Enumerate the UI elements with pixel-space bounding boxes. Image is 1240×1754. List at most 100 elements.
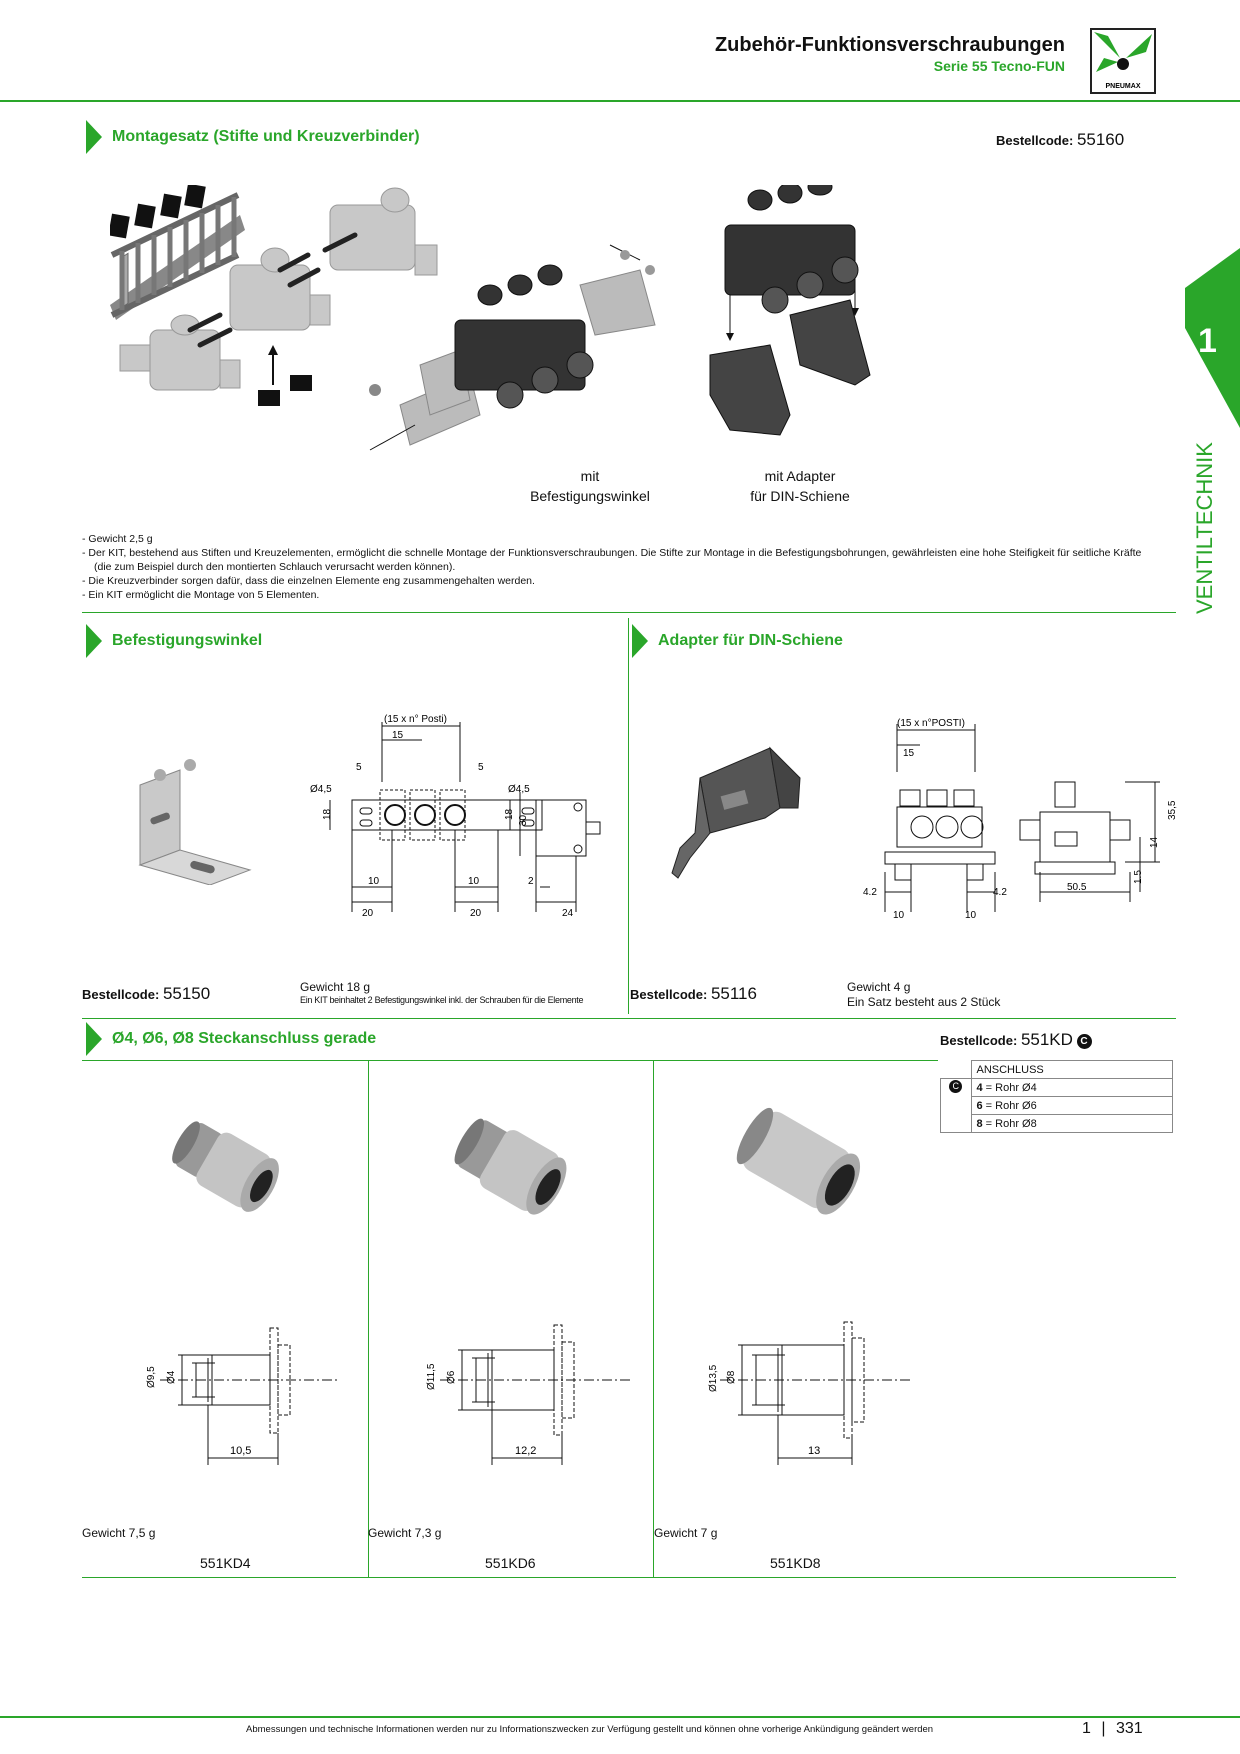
fitting-551kd6-drawing: Ø11,5 Ø6 12,2 [420, 1320, 630, 1470]
page-title: Zubehör-Funktionsverschraubungen [714, 34, 1065, 56]
header-rule [0, 100, 1240, 102]
note-item: - Die Kreuzverbinder sorgen dafür, dass … [82, 575, 535, 587]
assembly-illustration [108, 178, 1010, 515]
svg-text:5: 5 [478, 762, 484, 773]
weight-551kd4: Gewicht 7,5 g [82, 1526, 156, 1540]
svg-text:5: 5 [356, 762, 362, 773]
bestell-label: Bestellcode: [940, 1033, 1018, 1048]
svg-text:30: 30 [518, 814, 529, 826]
svg-text:10: 10 [965, 910, 977, 921]
svg-text:Ø8: Ø8 [726, 1370, 737, 1384]
svg-text:(15 x n° Posti): (15 x n° Posti) [384, 714, 447, 725]
column-divider [628, 618, 629, 1014]
bestell-label: Bestellcode: [996, 133, 1074, 148]
column-divider [653, 1060, 654, 1578]
din-adapter-drawing: (15 x n°POSTI) 15 4.2 4.2 10 10 50.5 35,… [855, 712, 1185, 922]
section-divider [82, 612, 1176, 613]
row-key: 6 [976, 1099, 983, 1112]
caption-line: mit Adapter [764, 468, 836, 484]
row-value: = Rohr Ø8 [982, 1117, 1037, 1130]
table-row: 4 = Rohr Ø4 [970, 1078, 1173, 1097]
svg-text:14: 14 [1149, 836, 1160, 848]
svg-text:13: 13 [808, 1445, 820, 1457]
caption-line: Befestigungswinkel [530, 488, 650, 504]
bestellcode-55150: Bestellcode: 55150 [82, 984, 210, 1004]
caption-line: mit [580, 468, 600, 484]
code-badge-icon: C [1076, 1034, 1092, 1049]
svg-text:4.2: 4.2 [863, 887, 877, 898]
chapter-label: VENTILTECHNIK [1192, 442, 1217, 614]
notes-list: - Gewicht 2,5 g - Der KIT, bestehend aus… [82, 532, 1142, 602]
table-row: 6 = Rohr Ø6 [970, 1096, 1173, 1115]
caption-befestigungswinkel: mit Befestigungswinkel [520, 466, 660, 506]
svg-text:1.5: 1.5 [1133, 870, 1144, 884]
fitting-551kd6-illustration [445, 1110, 575, 1220]
kit-note-55150: Ein KIT beinhaltet 2 Befestigungswinkel … [300, 995, 584, 1005]
svg-text:10: 10 [468, 876, 480, 887]
weight-55116: Gewicht 4 g [847, 980, 911, 994]
bestell-code: 55150 [162, 984, 211, 1003]
row-key: 8 [976, 1117, 983, 1130]
svg-text:12,2: 12,2 [515, 1445, 536, 1457]
fitting-551kd4-illustration [160, 1110, 290, 1220]
bestellcode-551kd: Bestellcode: 551KD C [940, 1030, 1092, 1050]
code-551kd6: 551KD6 [485, 1555, 536, 1571]
note-item: - Der KIT, bestehend aus Stiften und Kre… [82, 547, 1142, 573]
svg-text:Ø9,5: Ø9,5 [146, 1366, 157, 1388]
fitting-551kd8-drawing: Ø13,5 Ø8 13 [700, 1320, 910, 1470]
fitting-551kd8-illustration [730, 1105, 870, 1220]
cross-connector-strip [110, 192, 245, 320]
page-number: 1 | 331 [1082, 1720, 1143, 1738]
svg-text:24: 24 [562, 908, 574, 919]
bestellcode-55116: Bestellcode: 55116 [630, 984, 757, 1004]
note-item: - Gewicht 2,5 g [82, 533, 153, 545]
section-title-befestigungswinkel: Befestigungswinkel [112, 632, 263, 649]
column-divider [368, 1060, 369, 1578]
page-subtitle: Serie 55 Tecno-FUN [933, 58, 1065, 74]
section-arrow-icon [86, 624, 102, 658]
fitting-551kd4-drawing: Ø9,5 Ø4 10,5 [140, 1320, 340, 1470]
row-key: 4 [976, 1081, 983, 1094]
svg-text:10: 10 [893, 910, 905, 921]
anschluss-table: ANSCHLUSS C 4 = Rohr Ø4 6 = Rohr Ø6 8 = … [940, 1060, 1173, 1133]
svg-text:Ø4: Ø4 [166, 1370, 177, 1384]
caption-line: für DIN-Schiene [750, 488, 850, 504]
svg-text:35,5: 35,5 [1167, 800, 1178, 820]
svg-text:Ø6: Ø6 [446, 1370, 457, 1384]
svg-text:50.5: 50.5 [1067, 882, 1087, 893]
separator: | [1101, 1720, 1106, 1737]
svg-text:10: 10 [368, 876, 380, 887]
bestell-label: Bestellcode: [82, 987, 160, 1002]
svg-text:PNEUMAX: PNEUMAX [1105, 83, 1140, 90]
bestell-code: 55116 [710, 984, 757, 1003]
weight-551kd8: Gewicht 7 g [654, 1526, 718, 1540]
section-title-montagesatz: Montagesatz (Stifte und Kreuzverbinder) [112, 128, 420, 145]
chapter-number: 1 [1198, 322, 1217, 360]
bracket-drawing: (15 x n° Posti) 15 5 5 Ø4,5 Ø4,5 18 18 3… [300, 712, 625, 922]
chapter-tab [1185, 248, 1240, 428]
svg-text:20: 20 [470, 908, 482, 919]
caption-din-schiene: mit Adapter für DIN-Schiene [715, 466, 885, 506]
bestell-code: 551KD [1020, 1030, 1073, 1049]
svg-text:15: 15 [392, 730, 404, 741]
section-arrow-icon [86, 1022, 102, 1056]
section-title-steckanschluss: Ø4, Ø6, Ø8 Steckanschluss gerade [112, 1030, 377, 1047]
weight-55150: Gewicht 18 g [300, 980, 371, 994]
code-551kd4: 551KD4 [200, 1555, 251, 1571]
bestell-code: 55160 [1076, 130, 1125, 149]
set-note-55116: Ein Satz besteht aus 2 Stück [847, 995, 1001, 1009]
table-row: 8 = Rohr Ø8 [970, 1114, 1173, 1133]
svg-text:Ø4,5: Ø4,5 [310, 784, 332, 795]
footer-rule [0, 1716, 1240, 1718]
svg-text:18: 18 [504, 808, 515, 820]
svg-text:18: 18 [322, 808, 333, 820]
pneumax-logo: PNEUMAX [1090, 28, 1156, 94]
svg-text:(15 x n°POSTI): (15 x n°POSTI) [897, 718, 965, 729]
section-title-adapter: Adapter für DIN-Schiene [658, 632, 843, 649]
svg-text:15: 15 [903, 748, 915, 759]
svg-text:4.2: 4.2 [993, 887, 1007, 898]
weight-551kd6: Gewicht 7,3 g [368, 1526, 442, 1540]
svg-text:Ø4,5: Ø4,5 [508, 784, 530, 795]
note-item: - Ein KIT ermöglicht die Montage von 5 E… [82, 589, 320, 601]
svg-text:20: 20 [362, 908, 374, 919]
